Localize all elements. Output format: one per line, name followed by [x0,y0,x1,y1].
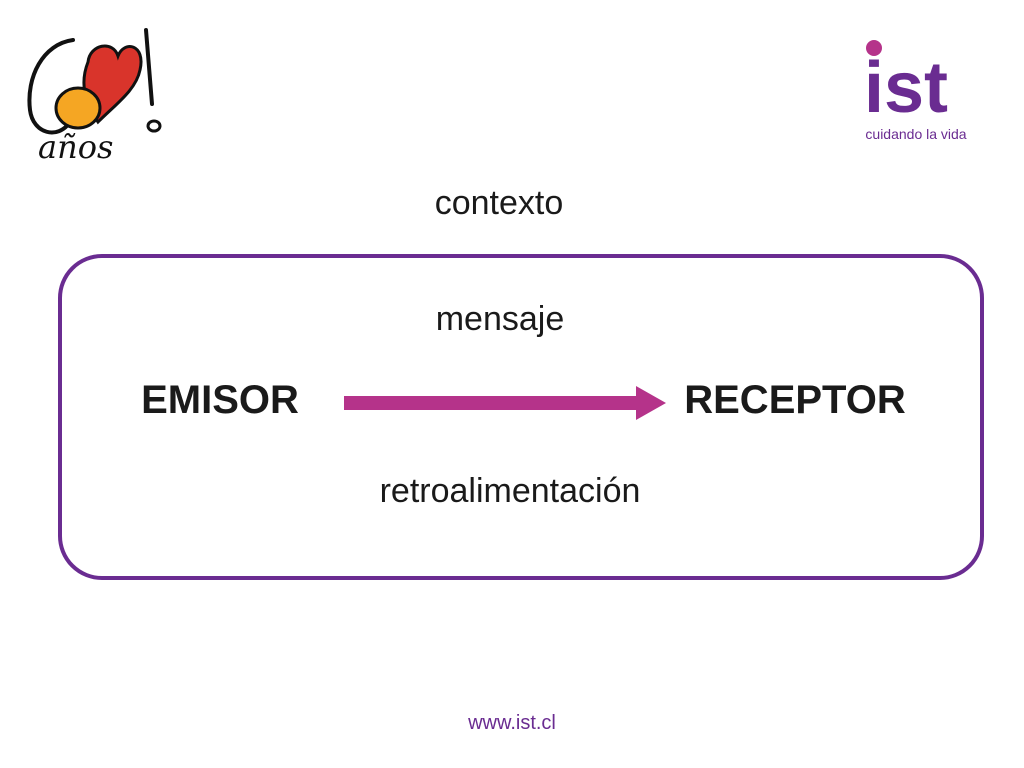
anniversary-logo: años [27,28,162,166]
logo-six-stroke [27,38,75,135]
receiver-label: RECEPTOR [684,378,906,422]
sender-label: EMISOR [141,378,299,422]
message-arrow [344,386,666,420]
message-label: mensaje [435,300,565,338]
feedback-label: retroalimentación [379,472,641,510]
exclamation-stroke [144,28,154,106]
ist-tagline: cuidando la vida [865,126,967,142]
orange-shape [54,86,102,130]
context-label: contexto [434,184,564,222]
communication-frame [58,254,984,580]
arrow-shaft [344,396,638,410]
ist-wordmark: ist [864,48,948,128]
arrow-head [636,386,666,420]
ist-dot [866,40,882,56]
degree-circle [146,119,162,133]
anos-text: años [38,128,113,166]
footer-url[interactable]: www.ist.cl [468,712,556,734]
ist-logo: ist [864,40,948,128]
